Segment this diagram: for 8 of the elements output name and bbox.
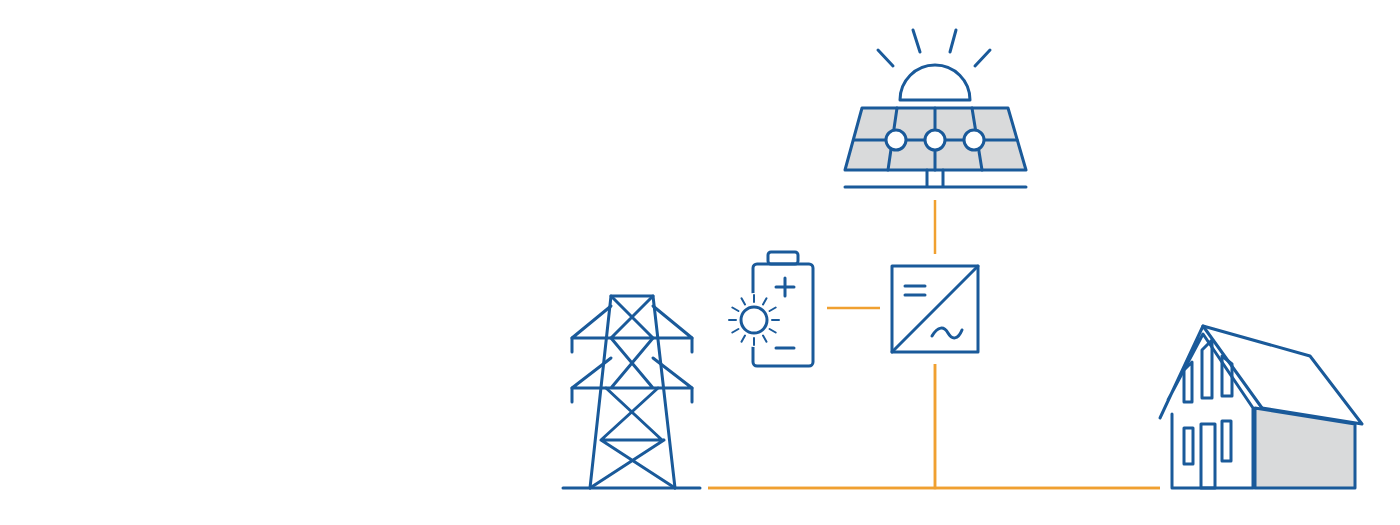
- inverter-drawing: [890, 264, 980, 354]
- house-drawing: [1158, 323, 1364, 490]
- power-line: [827, 306, 880, 310]
- power-line: [708, 486, 1160, 490]
- battery-drawing: [725, 249, 817, 369]
- solar-panel-drawing: [843, 28, 1029, 190]
- power-line: [933, 200, 937, 254]
- power-pylon-drawing: [562, 294, 702, 490]
